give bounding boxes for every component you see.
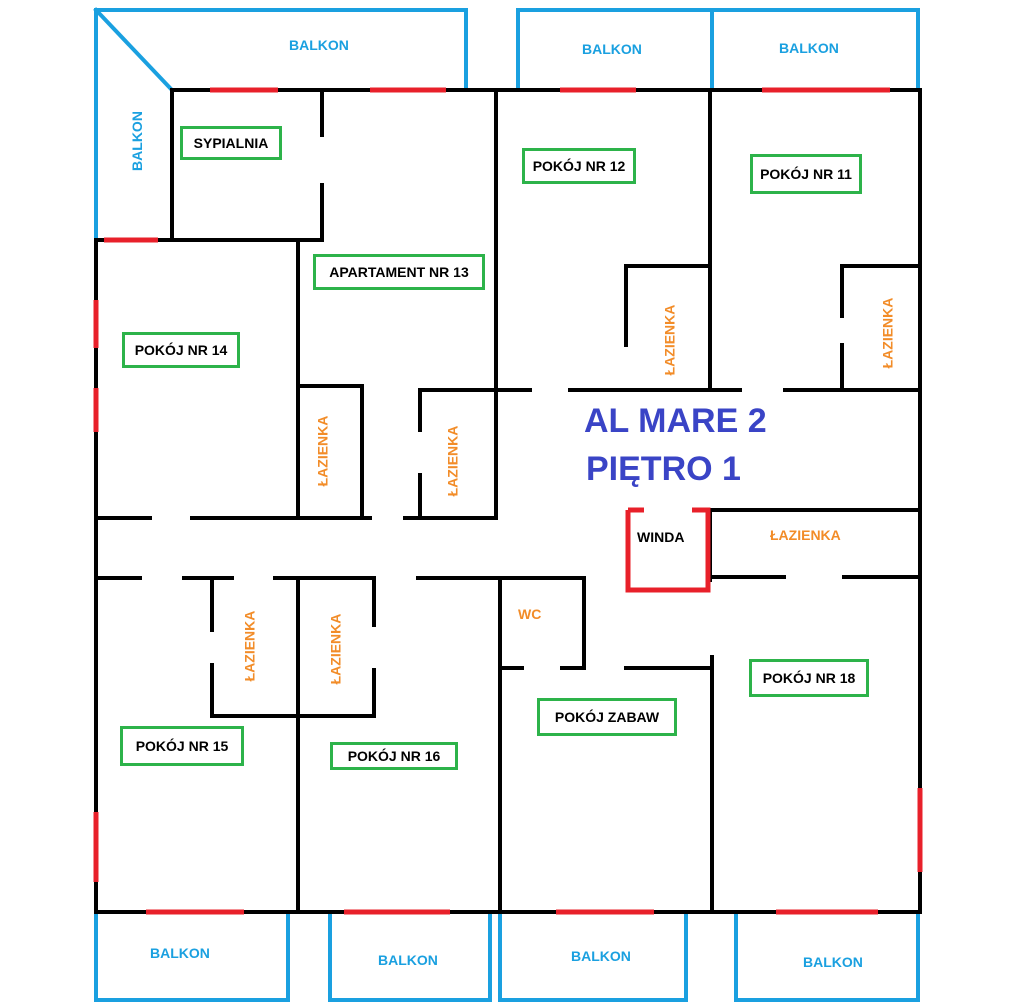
balcony-label-top-left: BALKON — [289, 37, 349, 53]
interior-walls — [94, 88, 922, 914]
wc-label: WC — [518, 606, 542, 622]
room-label-pokoj-16: POKÓJ NR 16 — [330, 742, 458, 770]
bathroom-label-pokoj-16: ŁAZIENKA — [327, 613, 344, 685]
balcony-label-left: BALKON — [128, 111, 145, 171]
bathroom-label-apartment-13-right: ŁAZIENKA — [444, 425, 461, 497]
balconies — [93, 7, 920, 1002]
plan-title-line-1: AL MARE 2 — [584, 402, 767, 440]
windows — [93, 87, 923, 915]
balcony-label-bottom-1: BALKON — [150, 945, 210, 961]
bathroom-label-apartment-13-left: ŁAZIENKA — [314, 415, 331, 487]
elevator-label: WINDA — [637, 529, 685, 545]
plan-title-line-2: PIĘTRO 1 — [586, 450, 741, 488]
bathroom-label-pokoj-15: ŁAZIENKA — [241, 610, 258, 682]
bathroom-label-pokoj-12: ŁAZIENKA — [661, 304, 678, 376]
balcony-label-top-right: BALKON — [779, 40, 839, 56]
outer-walls — [94, 88, 922, 914]
balcony-label-top-mid: BALKON — [582, 41, 642, 57]
room-label-pokoj-14: POKÓJ NR 14 — [122, 332, 240, 368]
room-label-pokoj-12: POKÓJ NR 12 — [522, 148, 636, 184]
room-label-pokoj-18: POKÓJ NR 18 — [749, 659, 869, 697]
balcony-label-bottom-2: BALKON — [378, 952, 438, 968]
room-label-apartament-13: APARTAMENT NR 13 — [313, 254, 485, 290]
balcony-label-bottom-4: BALKON — [803, 954, 863, 970]
bathroom-label-pokoj-11: ŁAZIENKA — [879, 297, 896, 369]
room-label-pokoj-zabaw: POKÓJ ZABAW — [537, 698, 677, 736]
room-label-sypialnia: SYPIALNIA — [180, 126, 282, 160]
elevator-shaft — [625, 507, 711, 593]
balcony-label-bottom-3: BALKON — [571, 948, 631, 964]
room-label-pokoj-15: POKÓJ NR 15 — [120, 726, 244, 766]
bathroom-label-pokoj-18: ŁAZIENKA — [770, 527, 841, 543]
room-label-pokoj-11: POKÓJ NR 11 — [750, 154, 862, 194]
